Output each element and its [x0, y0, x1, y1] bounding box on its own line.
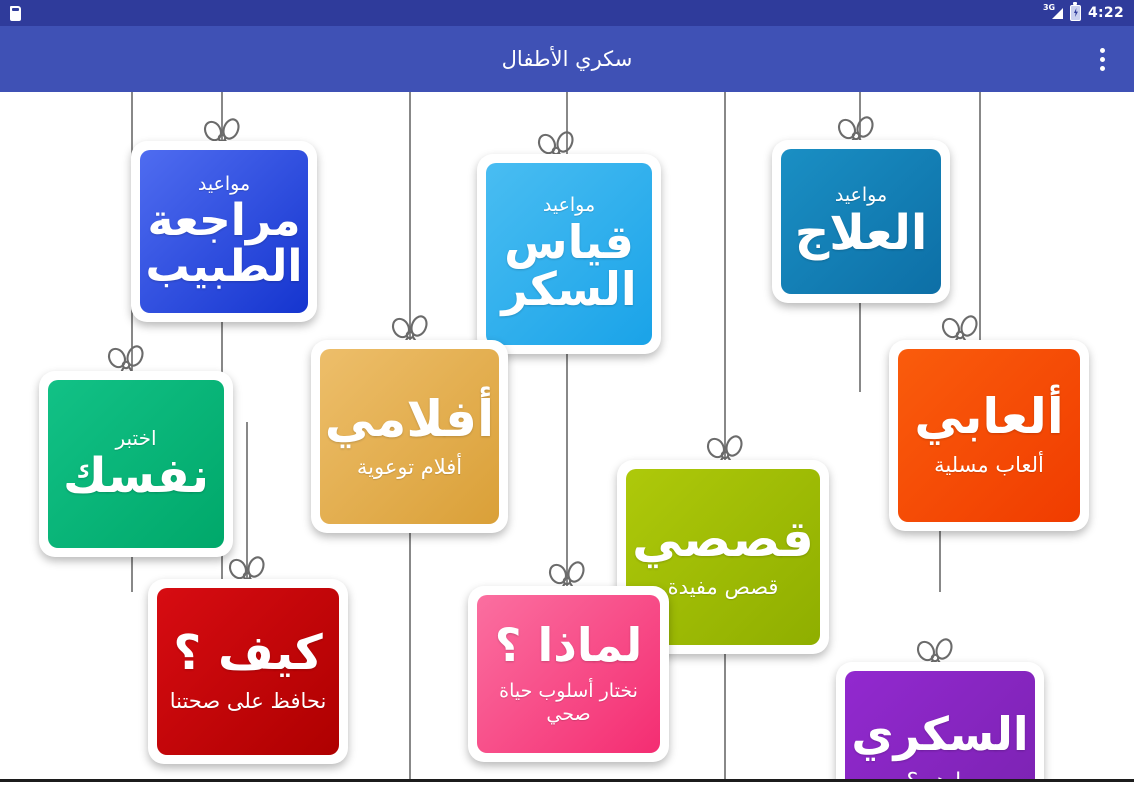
overflow-dot [1099, 65, 1105, 71]
card-inner: كيف ؟ نحافظ على صحتنا [157, 588, 339, 755]
card-subtitle: مواعيد [834, 184, 888, 207]
card-title: مراجعة الطبيب [145, 195, 303, 292]
card-title: كيف ؟ [173, 624, 323, 681]
card-title: السكري [851, 706, 1029, 761]
card-inner: السكري ما هو ؟ [845, 671, 1035, 782]
card-subtitle: أفلام توعوية [356, 454, 463, 479]
card-my-movies[interactable]: أفلامي أفلام توعوية [311, 340, 508, 533]
card-what-is-diabetes[interactable]: السكري ما هو ؟ [836, 662, 1044, 782]
card-subtitle: نختار أسلوب حياة صحي [499, 680, 638, 725]
card-my-games[interactable]: ألعابي ألعاب مسلية [889, 340, 1089, 531]
card-my-stories[interactable]: قصصي قصص مفيدة [617, 460, 829, 654]
card-subtitle: مواعيد [197, 173, 251, 196]
card-title: العلاج [794, 204, 928, 261]
card-title: قياس السكر [501, 214, 637, 317]
signal-bars-icon: 3G [1042, 3, 1063, 21]
card-how-keep-healthy[interactable]: كيف ؟ نحافظ على صحتنا [148, 579, 348, 764]
overflow-menu-icon[interactable] [1088, 39, 1116, 79]
card-inner: قصصي قصص مفيدة [626, 469, 820, 645]
overflow-dot [1099, 47, 1105, 53]
card-title: لماذا ؟ [494, 618, 643, 673]
network-type-label: 3G [1042, 3, 1056, 12]
app-bar: سكري الأطفال [0, 26, 1134, 92]
status-bar: 3G 4:22 [0, 0, 1134, 26]
card-subtitle: مواعيد [542, 193, 596, 216]
card-subtitle: ما هو ؟ [906, 768, 974, 782]
card-title: ألعابي [914, 388, 1064, 446]
card-title: قصصي [632, 510, 814, 569]
signal-triangle [1051, 8, 1063, 19]
card-title: أفلامي [324, 389, 495, 448]
status-bar-right: 3G 4:22 [1042, 2, 1124, 21]
card-why-healthy-lifestyle[interactable]: لماذا ؟ نختار أسلوب حياة صحي [468, 586, 669, 762]
overflow-dot [1099, 56, 1105, 62]
card-inner: ألعابي ألعاب مسلية [898, 349, 1080, 522]
battery-charging-icon [1069, 2, 1081, 21]
card-subtitle: قصص مفيدة [667, 575, 779, 600]
bow-knot-icon [941, 315, 978, 360]
card-subtitle: نحافظ على صحتنا [169, 688, 327, 713]
card-inner: أفلامي أفلام توعوية [320, 349, 499, 524]
card-inner: لماذا ؟ نختار أسلوب حياة صحي [477, 595, 660, 753]
sd-card-icon [10, 5, 21, 21]
card-subtitle: اختبر [115, 426, 157, 451]
bottom-divider [0, 779, 1134, 782]
card-title: نفسك [62, 448, 210, 505]
page-title: سكري الأطفال [501, 47, 633, 71]
card-subtitle: ألعاب مسلية [934, 453, 1044, 478]
status-bar-clock: 4:22 [1087, 5, 1124, 21]
status-bar-left [10, 5, 21, 21]
